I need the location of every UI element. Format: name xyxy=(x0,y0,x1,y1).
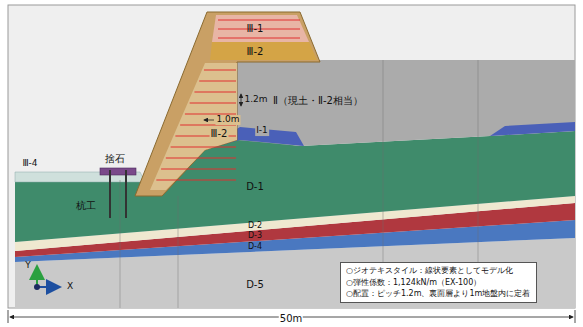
riprap xyxy=(100,168,136,175)
layer-name: Ⅲ-2 xyxy=(246,46,265,57)
dimension-tick xyxy=(575,310,576,323)
geotextile-line xyxy=(218,38,300,39)
axis-label: X xyxy=(66,282,74,292)
layer-name: Ⅲ-2 xyxy=(210,128,229,139)
layer-iii1 xyxy=(212,15,309,42)
pile xyxy=(109,170,111,218)
pile xyxy=(125,170,127,218)
geotextile-line xyxy=(161,169,236,170)
layer-name: D-2 xyxy=(247,222,263,231)
geotextile-line xyxy=(218,20,300,21)
layer-iii2-slope xyxy=(150,63,237,190)
layer-name: D-1 xyxy=(245,181,265,192)
dimension-label: 1.0m xyxy=(215,115,240,125)
pitch-arrow xyxy=(241,94,242,106)
layer-name: D-5 xyxy=(245,279,265,290)
y-axis-arrow xyxy=(36,266,38,287)
x-axis-arrow xyxy=(37,286,60,288)
part-label: 捨石 xyxy=(104,153,126,164)
layer-d1 xyxy=(15,131,575,242)
axis-label: Y xyxy=(24,261,32,271)
note-line: ○ジオテキスタイル：線状要素としてモデル化 xyxy=(346,265,531,277)
axis-origin xyxy=(34,284,40,290)
geotextile-line xyxy=(199,81,236,82)
layer-i1-right xyxy=(490,122,575,136)
note-line: ○弾性係数：1,124kN/m（EX-100） xyxy=(346,277,531,289)
note-line: ○配置：ピッチ1.2m、裏面層より1m地盤内に定着 xyxy=(346,288,531,300)
geotextile-line xyxy=(190,103,236,104)
layer-name: Ⅰ-1 xyxy=(255,126,269,136)
layer-name: D-3 xyxy=(247,232,263,241)
layer-name: D-4 xyxy=(247,243,263,252)
layer-name: Ⅱ（現土・Ⅱ-2相当） xyxy=(272,95,364,106)
layer-name: Ⅲ-4 xyxy=(21,159,38,169)
anchor-arrow xyxy=(204,120,214,121)
dimension-tick xyxy=(8,310,9,323)
layer-iii2-top xyxy=(210,42,317,60)
geotextile-line xyxy=(156,180,236,181)
model-frame xyxy=(8,5,575,308)
geotextile-line xyxy=(166,158,236,159)
part-label: 杭工 xyxy=(75,200,97,211)
geotextile-line xyxy=(171,147,236,148)
dimension-label: 1.2m xyxy=(243,95,268,105)
geotextile-line xyxy=(194,92,236,93)
note-box: ○ジオテキスタイル：線状要素としてモデル化○弾性係数：1,124kN/m（EX-… xyxy=(340,262,537,303)
layer-name: Ⅲ-1 xyxy=(246,23,265,34)
geotextile-line xyxy=(204,70,236,71)
dimension-label: 50m xyxy=(279,313,303,324)
